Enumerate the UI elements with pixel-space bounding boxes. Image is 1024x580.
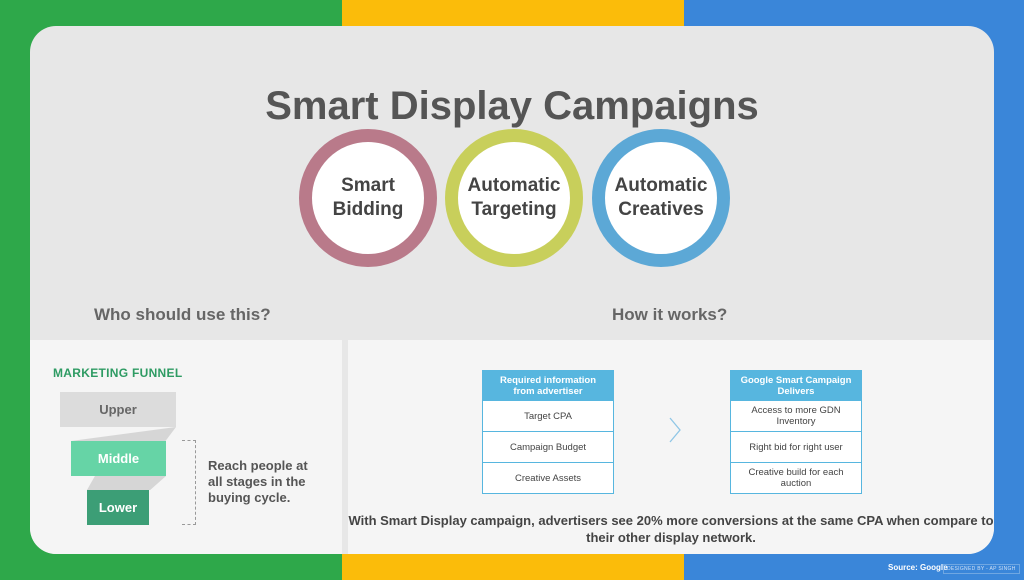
- summary-text: With Smart Display campaign, advertisers…: [348, 513, 994, 545]
- funnel-stage-upper: Upper: [60, 392, 176, 427]
- dashed-bracket: [182, 440, 196, 525]
- required-info-header: Required information from advertiser: [482, 370, 614, 401]
- required-info-item: Campaign Budget: [482, 432, 614, 463]
- who-panel: MARKETING FUNNEL Upper Middle Lower Reac…: [30, 340, 342, 554]
- how-heading: How it works?: [612, 305, 728, 324]
- main-card: Smart Display Campaigns Smart Bidding Au…: [30, 26, 994, 554]
- delivers-item: Right bid for right user: [730, 432, 862, 463]
- circle-label: Automatic Targeting: [467, 175, 561, 220]
- required-info-item: Creative Assets: [482, 463, 614, 494]
- designed-by-label: DESIGNED BY - AP SINGH: [943, 564, 1020, 574]
- funnel-connector: [87, 476, 166, 490]
- funnel-stage-middle: Middle: [71, 441, 166, 476]
- page-title: Smart Display Campaigns: [265, 84, 759, 128]
- funnel-stage-lower: Lower: [87, 490, 149, 525]
- circle-smart-bidding: Smart Bidding: [299, 129, 437, 267]
- delivers-header: Google Smart Campaign Delivers: [730, 370, 862, 401]
- circle-label: Smart Bidding: [332, 175, 404, 220]
- delivers-column: Google Smart Campaign Delivers Access to…: [730, 370, 862, 494]
- source-label: Source: Google: [888, 563, 948, 572]
- reach-text: Reach people at all stages in the buying…: [208, 458, 308, 505]
- circle-automatic-creatives: Automatic Creatives: [592, 129, 730, 267]
- funnel-label: MARKETING FUNNEL: [53, 366, 183, 380]
- how-panel: Required information from advertiser Tar…: [348, 340, 994, 554]
- delivers-item: Access to more GDN Inventory: [730, 401, 862, 432]
- chevron-right-icon: [669, 417, 681, 443]
- who-heading: Who should use this?: [94, 305, 271, 324]
- required-info-item: Target CPA: [482, 401, 614, 432]
- circle-label: Automatic Creatives: [614, 175, 708, 220]
- required-info-column: Required information from advertiser Tar…: [482, 370, 614, 494]
- funnel-connector: [71, 427, 176, 441]
- circle-automatic-targeting: Automatic Targeting: [445, 129, 583, 267]
- delivers-item: Creative build for each auction: [730, 463, 862, 494]
